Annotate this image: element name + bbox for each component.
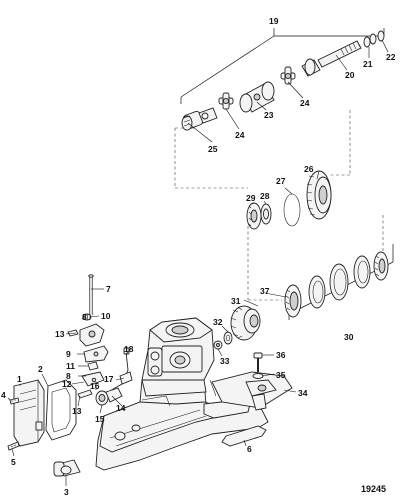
bearing-cup-37 — [284, 284, 302, 318]
callout-27: 27 — [276, 176, 286, 186]
callout-7: 7 — [106, 284, 111, 294]
callout-24-right: 24 — [300, 98, 310, 108]
block-1 — [13, 379, 45, 447]
plate-12 — [81, 371, 105, 387]
callout-21: 21 — [363, 59, 373, 69]
callout-5: 5 — [11, 457, 16, 467]
bearing-end — [373, 251, 389, 281]
callout-25: 25 — [208, 144, 218, 154]
callout-10: 10 — [101, 311, 111, 321]
race-a-inner — [312, 280, 324, 304]
gear-26 — [306, 170, 332, 220]
callout-35: 35 — [276, 370, 286, 380]
callout-30: 30 — [344, 332, 354, 342]
center-yoke-23 — [239, 81, 275, 113]
sender-15 — [95, 387, 123, 406]
u-joint-cross-24-right — [280, 66, 296, 85]
u-joint-cross-24-left — [218, 92, 234, 110]
callout-31: 31 — [231, 296, 241, 306]
callout-32: 32 — [213, 317, 223, 327]
plate-9 — [83, 345, 109, 363]
callout-15: 15 — [95, 414, 105, 424]
bearing-29 — [246, 202, 262, 230]
rings-21-22 — [363, 30, 385, 48]
leader-lines — [7, 39, 389, 486]
callout-20: 20 — [345, 70, 355, 80]
gear-housing — [95, 317, 269, 471]
bearing-stack-30 — [284, 251, 389, 318]
race-b-inner — [333, 268, 347, 296]
yoke-25 — [181, 107, 218, 131]
callout-34: 34 — [298, 388, 308, 398]
screw-36 — [253, 352, 263, 372]
callout-14: 14 — [116, 403, 126, 413]
cover-6 — [221, 425, 267, 447]
callout-23: 23 — [264, 110, 274, 120]
callout-26: 26 — [304, 164, 314, 174]
race-c-inner — [357, 260, 369, 284]
projection-lines — [174, 110, 384, 301]
callout-11: 11 — [66, 361, 75, 371]
clip-11 — [87, 361, 99, 371]
callout-12: 12 — [62, 379, 72, 389]
callout-13-bottom: 13 — [72, 406, 82, 416]
callout-18: 18 — [124, 344, 134, 354]
callout-13-top: 13 — [55, 329, 65, 339]
callout-37: 37 — [260, 286, 270, 296]
callout-24-left: 24 — [235, 130, 245, 140]
plate-34 — [211, 371, 293, 411]
callout-1: 1 — [17, 374, 22, 384]
washer-35 — [252, 373, 264, 379]
anode-3 — [53, 459, 81, 477]
callout-16: 16 — [90, 381, 100, 391]
bracket-upper — [67, 323, 105, 347]
washer-32 — [223, 331, 233, 345]
gasket-2 — [45, 379, 77, 441]
screw-13-lower — [77, 389, 93, 399]
callout-19: 19 — [269, 16, 279, 26]
race-a — [308, 275, 326, 309]
nut-33 — [213, 340, 223, 350]
screw-4 — [9, 397, 20, 405]
callout-17: 17 — [104, 374, 114, 384]
callout-28: 28 — [260, 191, 270, 201]
driveshaft-assembly — [181, 30, 385, 131]
callout-29: 29 — [246, 193, 256, 203]
callout-2: 2 — [38, 364, 43, 374]
screw-5 — [7, 441, 20, 451]
shaft-20 — [301, 40, 362, 77]
callout-4: 4 — [1, 390, 6, 400]
callout-36: 36 — [276, 350, 286, 360]
callout-8-top: 8 — [82, 312, 87, 322]
race-b — [329, 263, 349, 301]
callout-labels: 19 22 21 20 24 23 24 25 26 27 28 29 37 3… — [1, 16, 396, 497]
callout-3: 3 — [64, 487, 69, 497]
callout-33: 33 — [220, 356, 230, 366]
callout-6: 6 — [247, 444, 252, 454]
race-c — [353, 255, 371, 289]
figure-id: 19245 — [361, 484, 386, 494]
shim-27 — [283, 193, 301, 227]
bracket-19 — [180, 28, 385, 104]
rod-7 — [88, 274, 94, 315]
callout-22: 22 — [386, 52, 396, 62]
pinion-gear-31 — [230, 305, 261, 341]
callout-9: 9 — [66, 349, 71, 359]
callout-8-bottom: 8 — [66, 371, 71, 381]
race-28 — [260, 203, 272, 225]
gear-bearing-stack — [246, 170, 332, 230]
wire-18 — [107, 347, 133, 393]
